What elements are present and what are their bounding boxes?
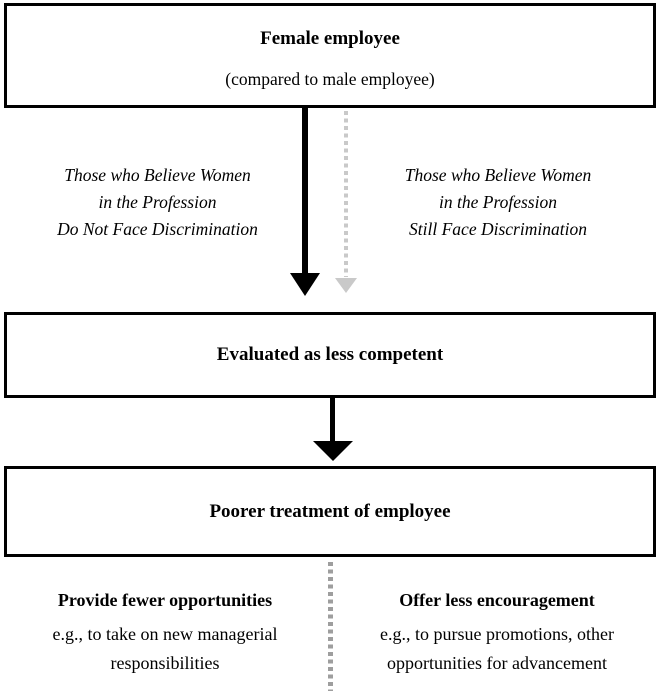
poorer-treatment-box: Poorer treatment of employee	[4, 466, 656, 557]
outcome-right-title: Offer less encouragement	[399, 590, 595, 610]
right-moderator-label: Those who Believe Women in the Professio…	[368, 162, 628, 243]
left-moderator-line-3: Do Not Face Discrimination	[57, 219, 258, 239]
left-moderator-line-2: in the Profession	[98, 192, 217, 212]
poorer-treatment-title: Poorer treatment of employee	[209, 500, 451, 522]
outcome-less-encouragement: Offer less encouragement e.g., to pursue…	[352, 588, 642, 678]
solid-down-arrow-shaft-icon	[302, 108, 308, 275]
evaluated-less-competent-box: Evaluated as less competent	[4, 312, 656, 398]
female-employee-subtitle: (compared to male employee)	[225, 68, 435, 89]
outcome-left-line-1: e.g., to take on new managerial	[52, 624, 278, 644]
outcome-fewer-opportunities: Provide fewer opportunities e.g., to tak…	[15, 588, 315, 678]
right-moderator-line-1: Those who Believe Women	[404, 165, 592, 185]
left-moderator-line-1: Those who Believe Women	[64, 165, 251, 185]
outcome-right-line-1: e.g., to pursue promotions, other	[380, 624, 614, 644]
solid-down-arrow-head-icon	[290, 273, 320, 296]
vertical-dotted-divider	[328, 562, 333, 691]
solid-down-arrow-2-head-icon	[313, 441, 353, 461]
right-moderator-line-2: in the Profession	[439, 192, 557, 212]
dotted-down-arrow-head-icon	[335, 278, 357, 293]
right-moderator-line-3: Still Face Discrimination	[409, 219, 587, 239]
female-employee-box: Female employee (compared to male employ…	[4, 3, 656, 108]
female-employee-title: Female employee	[260, 27, 400, 49]
left-moderator-label: Those who Believe Women in the Professio…	[20, 162, 295, 243]
solid-down-arrow-2-shaft-icon	[330, 398, 335, 442]
outcome-right-line-2: opportunities for advancement	[387, 653, 607, 673]
outcome-left-line-2: responsibilities	[110, 653, 220, 673]
outcome-left-title: Provide fewer opportunities	[57, 590, 273, 610]
evaluated-less-competent-title: Evaluated as less competent	[216, 344, 444, 365]
dotted-down-arrow-shaft-icon	[344, 111, 348, 277]
